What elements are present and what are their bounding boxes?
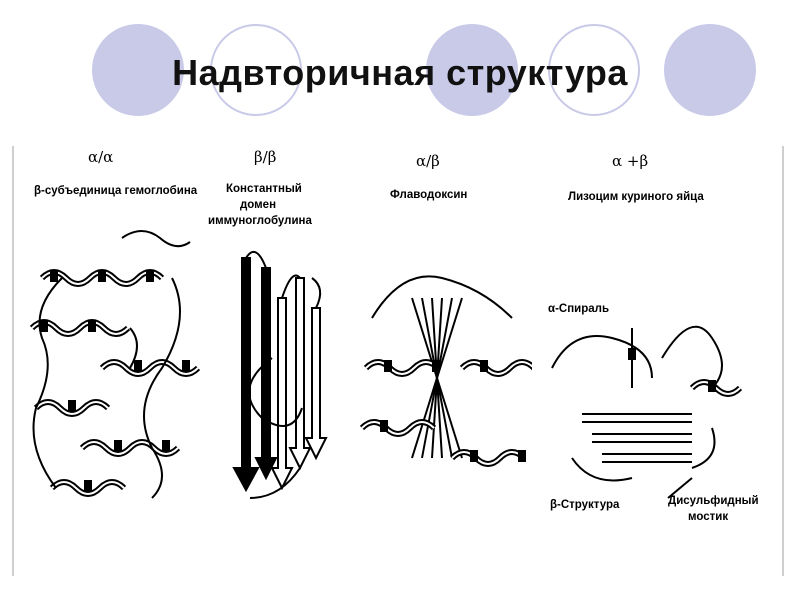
panel-name-flavodoxin: Флаводоксин xyxy=(390,188,467,202)
panel-name-lysozyme: Лизоцим куриного яйца xyxy=(568,190,704,204)
fold-type-beta-beta: β/β xyxy=(254,148,276,166)
figure-border-left xyxy=(12,146,14,576)
figure-border-right xyxy=(782,146,784,576)
panel-name-immunoglobulin-line1: Константный xyxy=(226,182,302,196)
flavodoxin-structure-diagram xyxy=(352,258,532,508)
fold-type-alpha-beta: α/β xyxy=(416,152,440,170)
slide-title: Надвторичная структура xyxy=(0,52,800,94)
fold-type-alpha-plus-beta: α +β xyxy=(612,152,648,170)
protein-structures-figure: α/α β-субъединица гемоглобина β/β Конста… xyxy=(12,138,784,586)
hemoglobin-structure-diagram xyxy=(22,218,212,518)
fold-type-alpha-alpha: α/α xyxy=(88,148,113,166)
panel-name-hemoglobin: β-субъединица гемоглобина xyxy=(34,184,197,198)
lysozyme-structure-diagram xyxy=(542,308,762,508)
panel-name-immunoglobulin-line2: домен xyxy=(240,198,276,212)
panel-name-immunoglobulin-line3: иммуноглобулина xyxy=(208,214,312,228)
annotation-disulfide-line2: мостик xyxy=(688,510,728,524)
immunoglobulin-structure-diagram xyxy=(212,238,332,518)
